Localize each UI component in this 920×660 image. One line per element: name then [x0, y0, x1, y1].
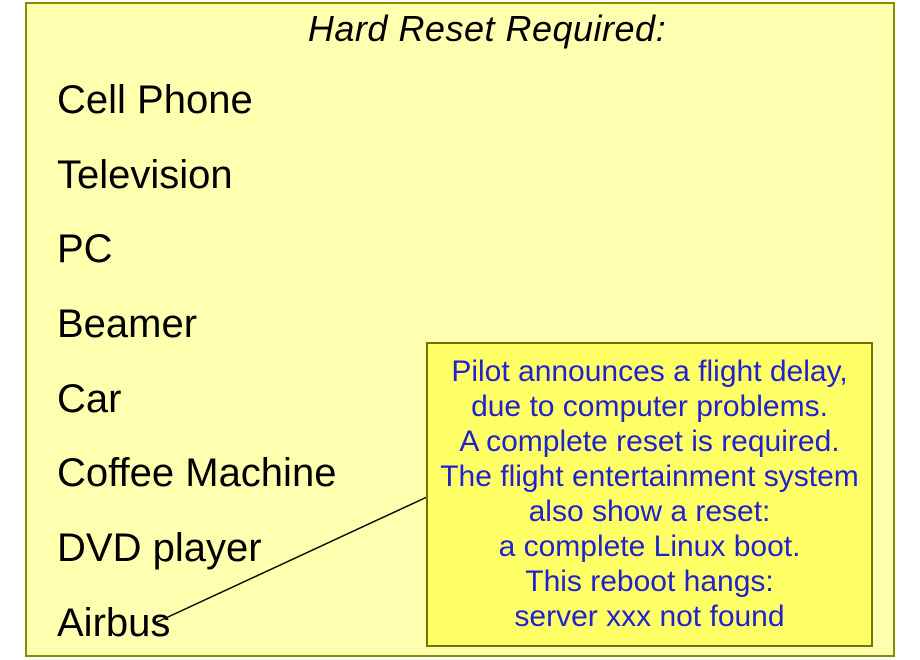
list-item-dvd-player: DVD player	[57, 526, 262, 570]
list-item-television: Television	[57, 153, 233, 197]
callout-line: The flight entertainment system	[440, 460, 859, 493]
slide-title: Hard Reset Required:	[307, 8, 667, 49]
callout-line: also show a reset:	[528, 495, 771, 528]
callout-line: a complete Linux boot.	[498, 530, 801, 563]
callout-box: Pilot announces a flight delay, due to c…	[426, 342, 873, 647]
list-item-airbus: Airbus	[57, 601, 171, 645]
list-item-coffee-machine: Coffee Machine	[57, 451, 337, 495]
list-item-pc: PC	[57, 227, 113, 271]
list-item-cell-phone: Cell Phone	[57, 78, 253, 122]
callout-line: server xxx not found	[514, 600, 785, 633]
list-item-car: Car	[57, 377, 122, 421]
callout-line: This reboot hangs:	[525, 565, 774, 598]
list-item-beamer: Beamer	[57, 302, 198, 346]
callout-line: due to computer problems.	[471, 390, 828, 423]
callout-line: A complete reset is required.	[459, 425, 840, 458]
callout-line: Pilot announces a flight delay,	[451, 355, 848, 388]
